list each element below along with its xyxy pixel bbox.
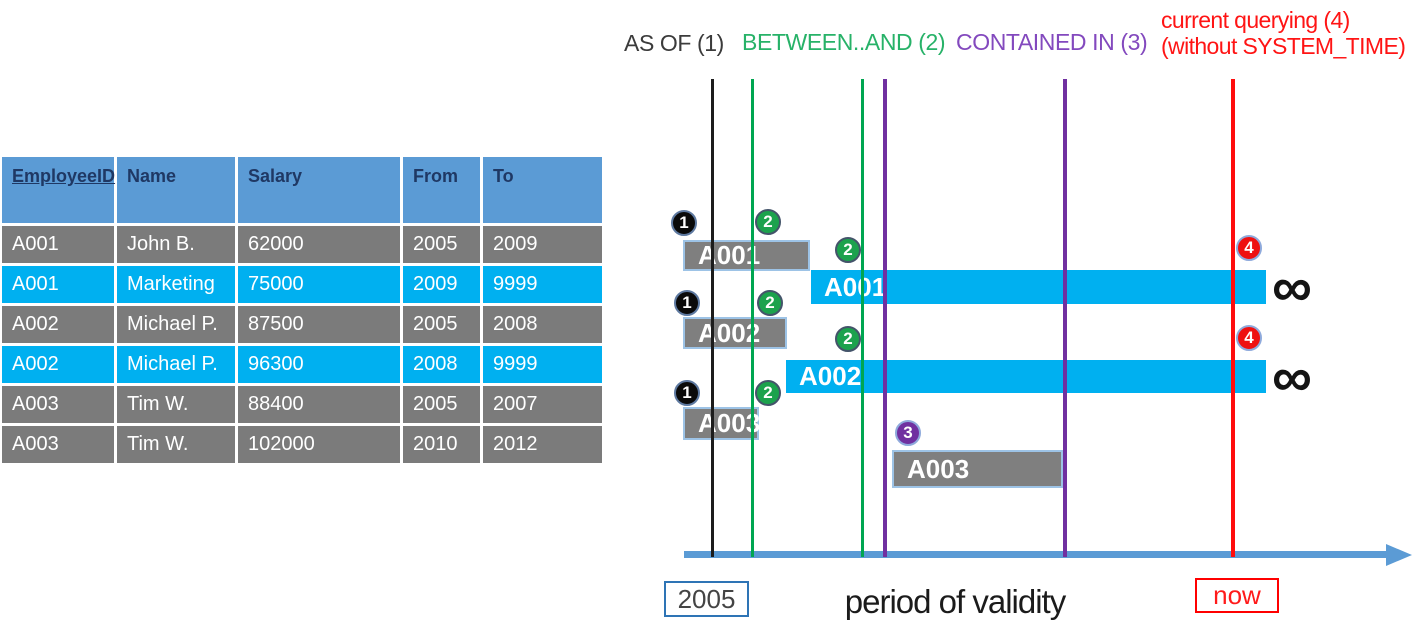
- table-cell: 87500: [238, 306, 400, 343]
- table-cell: A001: [2, 226, 114, 263]
- legend-between-and: BETWEEN..AND (2): [742, 29, 946, 55]
- table-cell: A003: [2, 386, 114, 423]
- infinity-icon: ∞: [1272, 255, 1312, 318]
- legend-current-line2: (without SYSTEM_TIME): [1161, 33, 1406, 59]
- legend-current-line1: current querying (4): [1161, 7, 1350, 33]
- table-cell: 2012: [483, 426, 602, 463]
- table-header-salary: Salary: [238, 157, 400, 223]
- badge-2-a003: 2: [755, 380, 781, 406]
- bar-a001-history: A001: [683, 240, 810, 271]
- table-cell: 2005: [403, 306, 480, 343]
- table-cell: A002: [2, 306, 114, 343]
- badge-1-a003: 1: [674, 380, 700, 406]
- table-cell: John B.: [117, 226, 235, 263]
- now-box: now: [1195, 578, 1279, 613]
- table-cell: 2007: [483, 386, 602, 423]
- as-of-line: [711, 79, 714, 557]
- table-cell: 2010: [403, 426, 480, 463]
- table-header-from: From: [403, 157, 480, 223]
- badge-2-a001-current: 2: [835, 237, 861, 263]
- table-header-to: To: [483, 157, 602, 223]
- current-querying-line: [1231, 79, 1235, 557]
- badge-2-a001-history: 2: [755, 209, 781, 235]
- bar-a002-history: A002: [683, 317, 787, 349]
- between-start-line: [751, 79, 754, 557]
- table-cell: 102000: [238, 426, 400, 463]
- timeline-arrowhead-icon: [1386, 544, 1412, 566]
- timeline-axis: [684, 551, 1390, 558]
- legend-contained-in: CONTAINED IN (3): [956, 29, 1148, 55]
- table-cell: A002: [2, 346, 114, 383]
- badge-1-a002: 1: [674, 290, 700, 316]
- employee-table: EmployeeID Name Salary From To A001 John…: [2, 157, 602, 463]
- year-2005-box: 2005: [664, 581, 749, 617]
- legend-as-of: AS OF (1): [624, 30, 724, 56]
- table-cell: Tim W.: [117, 386, 235, 423]
- bar-a003-history-1: A003: [683, 407, 760, 440]
- contained-end-line: [1063, 79, 1067, 557]
- bar-a001-current: A001: [811, 270, 1266, 304]
- bar-a003-history-2: A003: [892, 450, 1063, 488]
- table-cell: Tim W.: [117, 426, 235, 463]
- table-cell: Michael P.: [117, 346, 235, 383]
- between-end-line: [861, 79, 864, 557]
- table-cell: Marketing: [117, 266, 235, 303]
- table-cell: 9999: [483, 346, 602, 383]
- table-header-name: Name: [117, 157, 235, 223]
- period-of-validity-label: period of validity: [844, 583, 1066, 620]
- badge-3-a003: 3: [895, 420, 921, 446]
- table-cell: A003: [2, 426, 114, 463]
- table-header-employeeid: EmployeeID: [2, 157, 115, 223]
- table-cell: 62000: [238, 226, 400, 263]
- infinity-icon: ∞: [1272, 345, 1312, 408]
- table-cell: 88400: [238, 386, 400, 423]
- table-cell: A001: [2, 266, 114, 303]
- legend-current-querying: current querying (4) (without SYSTEM_TIM…: [1161, 7, 1406, 59]
- badge-2-a002-current: 2: [835, 326, 861, 352]
- table-cell: 75000: [238, 266, 400, 303]
- badge-1-a001: 1: [671, 210, 697, 236]
- contained-start-line: [883, 79, 887, 557]
- badge-4-a002: 4: [1236, 325, 1262, 351]
- bar-a002-current: A002: [786, 360, 1266, 393]
- table-cell: 2005: [403, 386, 480, 423]
- table-cell: 2008: [403, 346, 480, 383]
- table-cell: 2005: [403, 226, 480, 263]
- badge-2-a002-history: 2: [757, 290, 783, 316]
- table-cell: Michael P.: [117, 306, 235, 343]
- table-cell: 2008: [483, 306, 602, 343]
- table-cell: 96300: [238, 346, 400, 383]
- badge-4-a001: 4: [1236, 235, 1262, 261]
- table-cell: 2009: [483, 226, 602, 263]
- table-cell: 2009: [403, 266, 480, 303]
- table-cell: 9999: [483, 266, 602, 303]
